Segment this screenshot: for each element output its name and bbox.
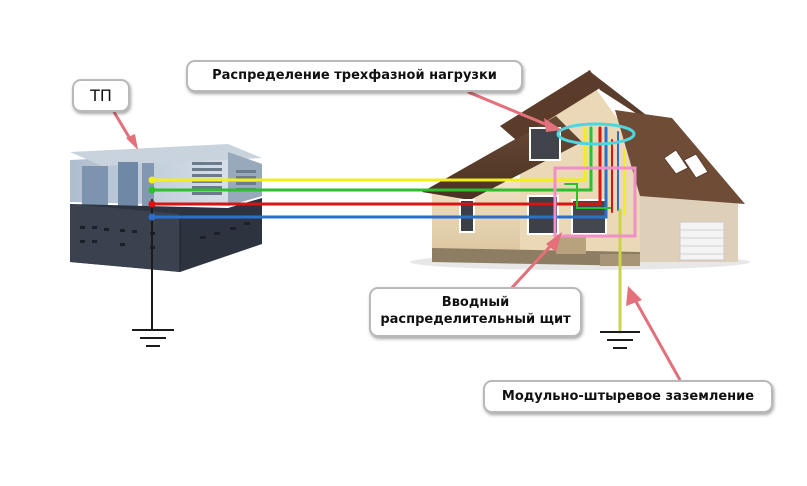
input-panel-outline — [553, 166, 637, 238]
callout-pointers — [112, 90, 682, 381]
transformer-substation — [70, 144, 262, 272]
ground-symbol-house — [600, 331, 640, 349]
neutral-wire-blue — [150, 126, 608, 219]
tp-label: ТП — [72, 79, 130, 112]
ground-symbol-tp — [132, 329, 174, 347]
input-panel-label-line1: Вводный — [441, 295, 510, 310]
tp-terminals — [148, 176, 156, 221]
grounding-label: Модульно-штыревое заземление — [483, 380, 773, 413]
phase-wire-yellow — [150, 126, 587, 182]
input-panel-label-line2: распределительный щит — [380, 312, 571, 327]
three-phase-distribution-ring — [556, 122, 636, 146]
input-panel-label: Вводный распределительный щит — [369, 287, 582, 337]
phase-wire-red — [150, 126, 602, 206]
house — [410, 70, 750, 270]
three-phase-load-label: Распределение трехфазной нагрузки — [186, 60, 523, 92]
phase-wire-green — [150, 126, 593, 192]
wires — [150, 126, 625, 334]
